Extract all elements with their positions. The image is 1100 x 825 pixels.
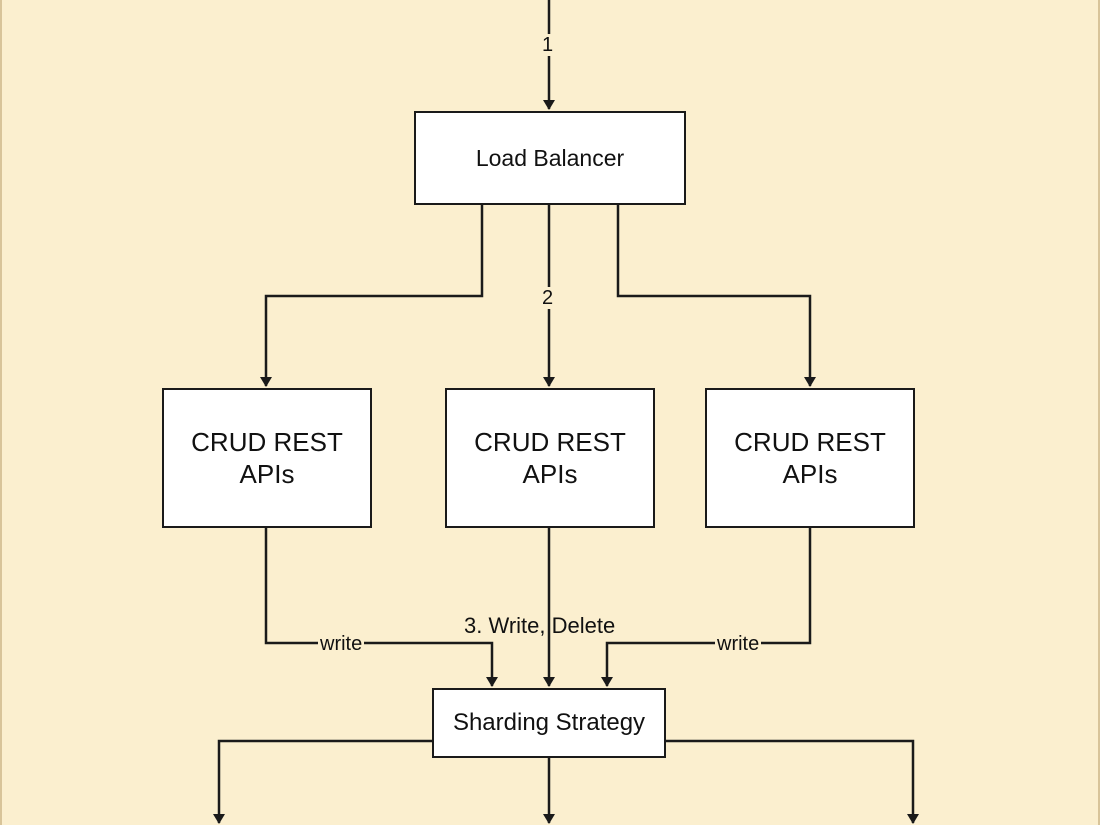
edge-label-step-2: 2 bbox=[540, 287, 556, 309]
crud-api-node-right: CRUD REST APIs bbox=[705, 388, 915, 528]
frame-border-right bbox=[1098, 0, 1100, 825]
frame-border-left bbox=[0, 0, 2, 825]
edge-label-step-1: 1 bbox=[540, 34, 556, 56]
edge-api-left-to-sharding bbox=[264, 528, 498, 687]
edge-sharding-to-left bbox=[213, 739, 432, 824]
crud-api-label-right: CRUD REST APIs bbox=[734, 427, 886, 489]
edge-label-write-left: write bbox=[318, 633, 365, 655]
sharding-strategy-node: Sharding Strategy bbox=[432, 688, 666, 758]
crud-api-label-center: CRUD REST APIs bbox=[474, 427, 626, 489]
edge-label-step-3: 3. Write, Delete bbox=[464, 613, 616, 638]
edge-api-right-to-sharding bbox=[601, 528, 812, 687]
sharding-strategy-label: Sharding Strategy bbox=[452, 709, 646, 736]
edge-lb-to-api-right bbox=[616, 205, 816, 387]
edge-label-write-right: write bbox=[715, 633, 762, 655]
crud-api-label-left: CRUD REST APIs bbox=[191, 427, 343, 489]
load-balancer-node: Load Balancer bbox=[414, 111, 686, 205]
edge-sharding-to-right bbox=[666, 739, 919, 824]
crud-api-node-center: CRUD REST APIs bbox=[445, 388, 655, 528]
edge-lb-to-api-left bbox=[260, 205, 484, 387]
crud-api-node-left: CRUD REST APIs bbox=[162, 388, 372, 528]
load-balancer-label: Load Balancer bbox=[475, 144, 625, 171]
